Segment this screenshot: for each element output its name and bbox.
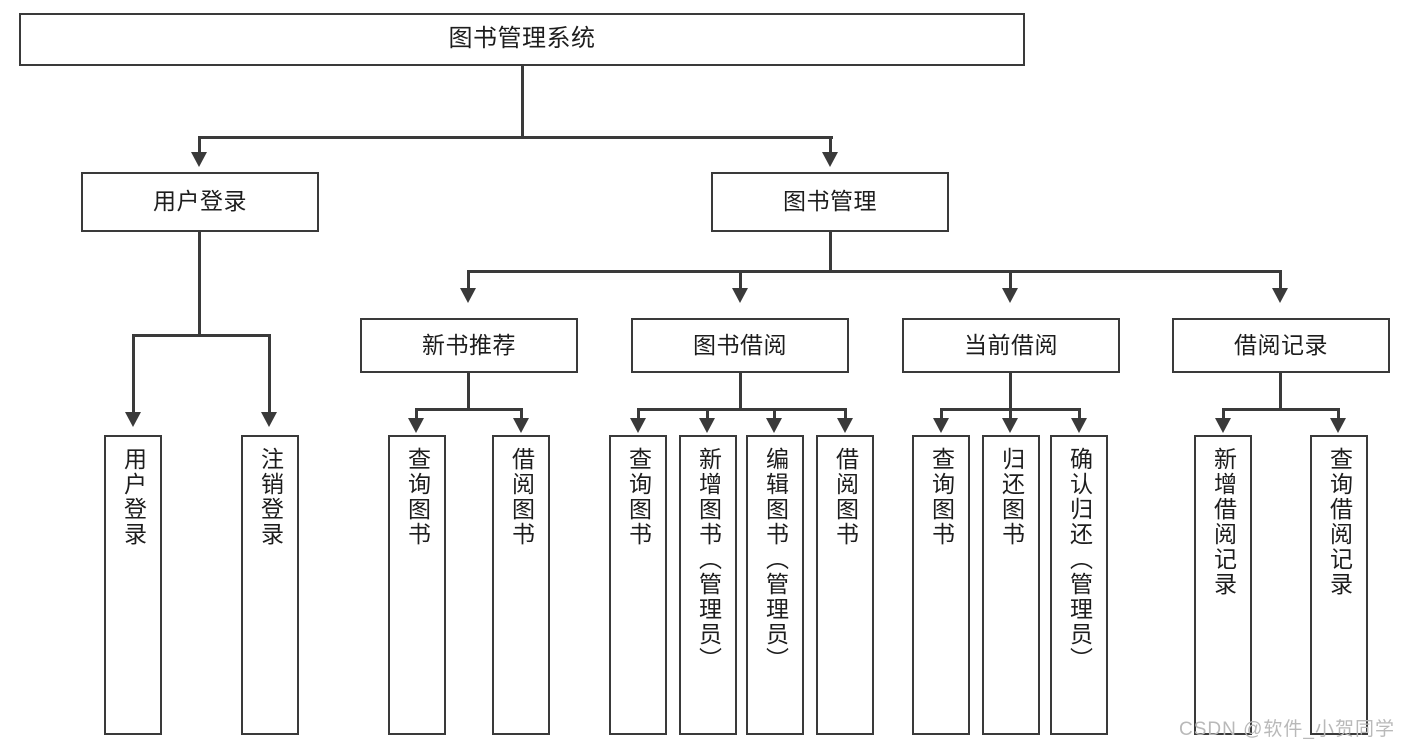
connector-new-book-stem [467,373,470,410]
arrowhead-br-to-leaf-2 [1330,418,1346,433]
leaf-current-borrow-confirm-return-admin[interactable]: 确认归还（管理员） [1050,435,1108,735]
arrowhead-bb-to-leaf-4 [837,418,853,433]
arrowhead-cb-to-leaf-2 [1002,418,1018,433]
connector-user-login-to-leaf-1 [132,334,135,414]
connector-root-stem [521,66,524,138]
arrowhead-bm-to-book-borrow [732,288,748,303]
arrowhead-bb-to-leaf-1 [630,418,646,433]
node-label: 注销登录 [257,447,284,547]
connector-borrow-record-bar [1222,408,1340,411]
connector-bb-to-leaf-1 [637,408,640,420]
node-book-borrow[interactable]: 图书借阅 [631,318,849,373]
connector-user-login-bar [132,334,271,337]
connector-book-borrow-stem [739,373,742,410]
connector-bb-to-leaf-3 [773,408,776,420]
leaf-current-borrow-query-book[interactable]: 查询图书 [912,435,970,735]
connector-root-bar [198,136,833,139]
connector-bm-to-new-book [467,270,470,290]
leaf-borrow-record-query-record[interactable]: 查询借阅记录 [1310,435,1368,735]
leaf-new-book-query-book[interactable]: 查询图书 [388,435,446,735]
node-label: 用户登录 [153,188,247,215]
node-label: 用户登录 [120,447,147,547]
connector-book-management-stem [829,232,832,272]
leaf-book-borrow-edit-book-admin[interactable]: 编辑图书（管理员） [746,435,804,735]
arrowhead-bb-to-leaf-2 [699,418,715,433]
node-label: 查询图书 [928,447,955,547]
leaf-book-borrow-add-book-admin[interactable]: 新增图书（管理员） [679,435,737,735]
node-label: 查询图书 [625,447,652,547]
node-new-book-recommend[interactable]: 新书推荐 [360,318,578,373]
leaf-book-borrow-borrow-book[interactable]: 借阅图书 [816,435,874,735]
connector-bb-to-leaf-2 [706,408,709,420]
arrowhead-user-login-to-leaf-2 [261,412,277,427]
connector-cb-to-leaf-3 [1078,408,1081,420]
leaf-new-book-borrow-book[interactable]: 借阅图书 [492,435,550,735]
arrowhead-root-to-book-management [822,152,838,167]
arrowhead-br-to-leaf-1 [1215,418,1231,433]
node-label: 借阅记录 [1234,331,1328,358]
node-label: 编辑图书（管理员） [762,447,789,672]
connector-user-login-stem [198,232,201,336]
connector-br-to-leaf-1 [1222,408,1225,420]
connector-bm-to-book-borrow [739,270,742,290]
node-label: 图书管理系统 [448,25,596,53]
connector-cb-to-leaf-2 [1009,408,1012,420]
connector-book-management-bar [467,270,1279,273]
node-borrow-record[interactable]: 借阅记录 [1172,318,1390,373]
arrowhead-bb-to-leaf-3 [766,418,782,433]
arrowhead-cb-to-leaf-3 [1071,418,1087,433]
node-label: 新增借阅记录 [1210,447,1237,597]
connector-current-borrow-stem [1009,373,1012,410]
connector-bm-to-borrow-record [1279,270,1282,290]
connector-new-book-to-leaf-1 [415,408,418,420]
node-label: 查询图书 [404,447,431,547]
leaf-current-borrow-return-book[interactable]: 归还图书 [982,435,1040,735]
node-current-borrow[interactable]: 当前借阅 [902,318,1120,373]
arrowhead-bm-to-borrow-record [1272,288,1288,303]
connector-root-to-user-login [198,136,201,154]
node-label: 借阅图书 [832,447,859,547]
arrowhead-new-book-to-leaf-1 [408,418,424,433]
node-label: 归还图书 [998,447,1025,547]
arrowhead-new-book-to-leaf-2 [513,418,529,433]
node-label: 新书推荐 [422,331,516,358]
node-label: 借阅图书 [508,447,535,547]
arrowhead-cb-to-leaf-1 [933,418,949,433]
connector-bb-to-leaf-4 [844,408,847,420]
node-user-login[interactable]: 用户登录 [81,172,319,232]
arrowhead-bm-to-new-book [460,288,476,303]
node-label: 新增图书（管理员） [695,447,722,672]
arrowhead-user-login-to-leaf-1 [125,412,141,427]
connector-root-to-book-management [829,136,832,154]
leaf-user-login-login[interactable]: 用户登录 [104,435,162,735]
leaf-book-borrow-query-book[interactable]: 查询图书 [609,435,667,735]
connector-cb-to-leaf-1 [940,408,943,420]
arrowhead-root-to-user-login [191,152,207,167]
node-label: 当前借阅 [964,331,1058,358]
connector-bm-to-current-borrow [1009,270,1012,290]
node-label: 图书借阅 [693,331,787,358]
node-label: 确认归还（管理员） [1066,447,1093,672]
connector-borrow-record-stem [1279,373,1282,410]
leaf-borrow-record-add-record[interactable]: 新增借阅记录 [1194,435,1252,735]
node-book-management[interactable]: 图书管理 [711,172,949,232]
node-label: 查询借阅记录 [1326,447,1353,597]
connector-user-login-to-leaf-2 [268,334,271,414]
node-root-library-management-system[interactable]: 图书管理系统 [19,13,1025,66]
connector-new-book-to-leaf-2 [520,408,523,420]
leaf-user-login-logout[interactable]: 注销登录 [241,435,299,735]
connector-br-to-leaf-2 [1337,408,1340,420]
connector-book-borrow-bar [637,408,847,411]
node-label: 图书管理 [783,188,877,215]
connector-new-book-bar [415,408,523,411]
arrowhead-bm-to-current-borrow [1002,288,1018,303]
